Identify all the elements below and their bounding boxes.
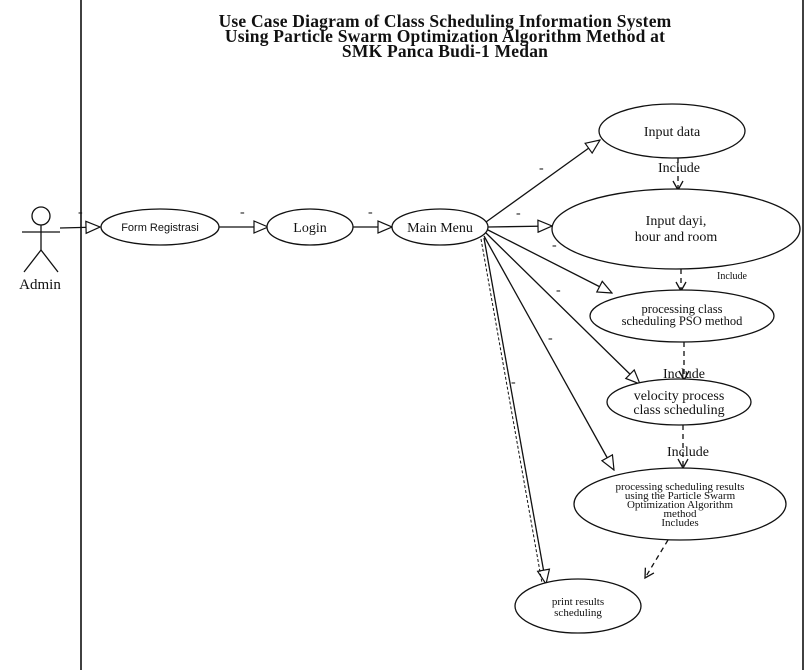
actor-leg-left — [23, 249, 42, 273]
input-day-ellipse — [551, 188, 801, 270]
link-label-dash: - — [78, 205, 83, 220]
processing-results-label-line-5: Includes — [661, 517, 698, 529]
velocity-ellipse — [606, 378, 752, 426]
actor-to-form-link — [59, 227, 100, 228]
form-registrasi-label: Form Registrasi — [121, 222, 199, 234]
processing-results-ellipse — [573, 467, 787, 541]
title-line-2: Using Particle Swarm Optimization Algori… — [224, 26, 666, 46]
use-case-login: Login — [266, 208, 354, 246]
link-label-dash: - — [548, 331, 553, 346]
include-label: Include — [663, 367, 705, 382]
title-line-3: SMK Panca Budi-1 Medan — [341, 41, 549, 61]
processing-results-label-line-2: using the Particle Swarm — [625, 490, 736, 502]
title-line-1: Use Case Diagram of Class Scheduling Inf… — [218, 11, 672, 31]
use-case-velocity: velocity process class scheduling — [606, 378, 752, 426]
include-label: Include — [658, 161, 700, 176]
input-data-ellipse — [598, 103, 746, 159]
velocity-label-line-1: velocity process — [634, 389, 725, 404]
login-label: Login — [293, 221, 326, 236]
main-menu-to-print-link-shadow — [480, 238, 543, 584]
include-label: Include — [717, 271, 748, 282]
velocity-label-line-2: class scheduling — [633, 403, 724, 418]
admin-actor: Admin — [19, 206, 61, 293]
processing-pso-label-line-2: scheduling PSO method — [622, 314, 744, 328]
include-label: Include — [667, 445, 709, 460]
link-label-dash: - — [556, 283, 561, 298]
link-label-dash: - — [552, 238, 557, 253]
link-label-dash: - — [240, 205, 245, 220]
main-menu-to-print-link — [483, 237, 546, 584]
actor-leg-right — [40, 249, 59, 273]
processing-pso-ellipse — [589, 289, 775, 343]
actor-head — [31, 206, 51, 226]
use-case-input-data: Input data — [598, 103, 746, 159]
input-day-label-line-2: hour and room — [635, 230, 718, 245]
link-label-dash: - — [539, 161, 544, 176]
include-results-to-print — [644, 539, 669, 580]
link-label-dash: - — [516, 206, 521, 221]
use-case-processing-results: processing scheduling results using the … — [573, 467, 787, 541]
main-menu-to-input-data-link — [485, 140, 600, 223]
use-case-main-menu: Main Menu — [391, 208, 489, 246]
main-menu-to-processing-link — [487, 229, 612, 293]
input-data-label: Input data — [644, 125, 701, 140]
use-case-form-registrasi: Form Registrasi — [100, 208, 220, 246]
print-results-label-line-1: print results — [552, 596, 604, 608]
link-label-dash: - — [511, 375, 516, 390]
input-day-label-line-1: Input dayi, — [646, 214, 707, 229]
main-menu-label: Main Menu — [407, 221, 473, 236]
main-menu-to-input-day-link — [487, 226, 552, 227]
main-menu-to-results-link — [483, 235, 614, 470]
use-case-processing-pso: processing class scheduling PSO method — [589, 289, 775, 343]
processing-pso-label-line-1: processing class — [642, 302, 723, 316]
processing-results-label-line-1: processing scheduling results — [616, 481, 745, 493]
print-results-label-line-2: scheduling — [554, 607, 602, 619]
use-case-input-day-hour-room: Input dayi, hour and room — [551, 188, 801, 270]
diagram-title: Use Case Diagram of Class Scheduling Inf… — [95, 11, 795, 61]
actor-label: Admin — [19, 277, 61, 293]
link-label-dash: - — [368, 205, 373, 220]
processing-results-label-line-4: method — [664, 508, 697, 520]
use-case-print-results: print results scheduling — [514, 578, 642, 634]
processing-results-label-line-3: Optimization Algorithm — [627, 499, 733, 511]
main-menu-to-velocity-link — [485, 232, 640, 384]
print-results-ellipse — [514, 578, 642, 634]
